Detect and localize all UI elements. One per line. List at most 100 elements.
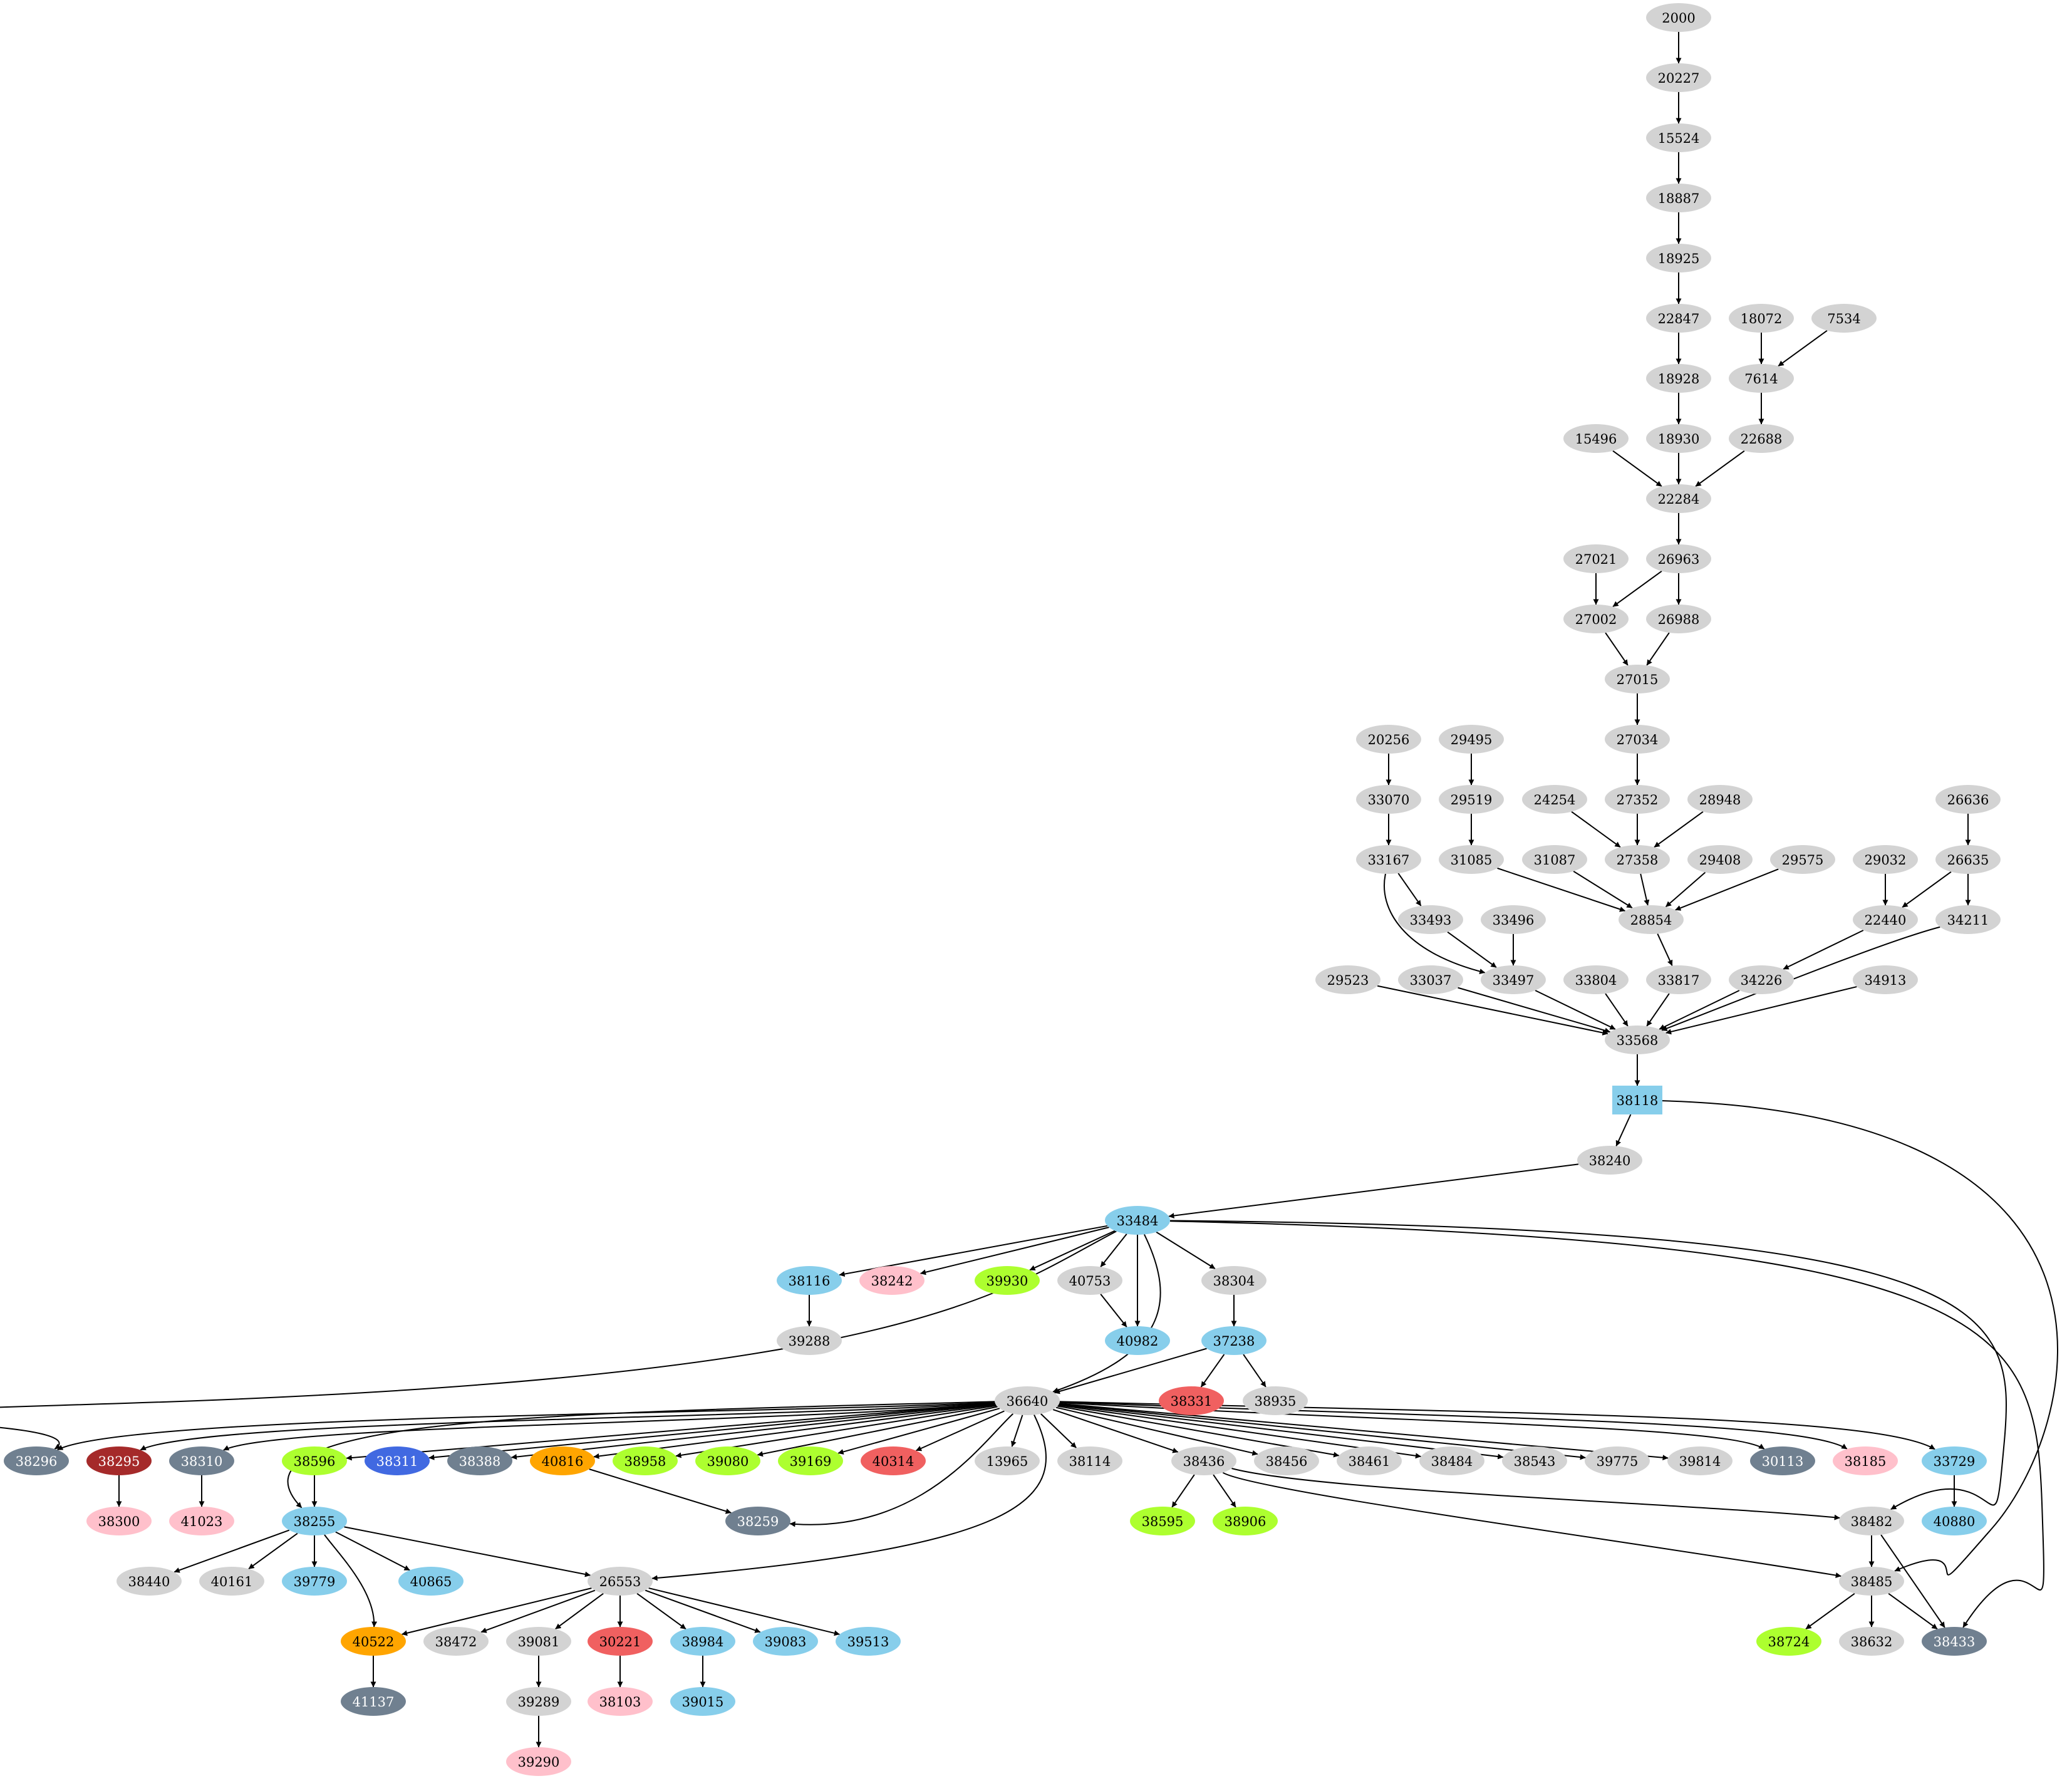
node-label: 18928 [1658, 371, 1700, 387]
node-ellipse [1839, 1567, 1904, 1596]
node-label: 38118 [1617, 1093, 1659, 1108]
node-label: 38331 [1171, 1394, 1213, 1409]
graph-node: 38185 [1833, 1446, 1898, 1475]
node-ellipse [1667, 1446, 1733, 1475]
node-ellipse [1398, 905, 1463, 934]
node-label: 28854 [1630, 913, 1672, 928]
graph-node: 18928 [1646, 364, 1711, 393]
node-label: 38461 [1349, 1454, 1391, 1469]
node-label: 39930 [987, 1274, 1028, 1289]
graph-node: 39814 [1667, 1446, 1733, 1475]
node-label: 33070 [1368, 792, 1410, 807]
node-ellipse [447, 1446, 512, 1475]
node-label: 38724 [1768, 1634, 1810, 1649]
graph-node: 27358 [1605, 845, 1670, 874]
node-ellipse [1356, 785, 1421, 814]
graph-node: 26635 [1935, 845, 2001, 874]
graph-node: 30113 [1750, 1446, 1815, 1475]
node-label: 27358 [1617, 853, 1659, 868]
graph-node: 22440 [1853, 905, 1918, 934]
node-label: 38259 [737, 1514, 779, 1529]
graph-node: 41137 [341, 1687, 406, 1716]
graph-node: 38304 [1201, 1266, 1267, 1295]
graph-node: 39083 [753, 1627, 818, 1656]
graph-node: 7534 [1811, 304, 1877, 333]
graph-node: 38456 [1254, 1446, 1319, 1475]
edge-33167-to-33497 [1383, 873, 1486, 974]
node-ellipse [1563, 605, 1629, 633]
node-ellipse [199, 1567, 264, 1596]
node-label: 40161 [211, 1574, 253, 1589]
node-ellipse [1605, 785, 1670, 814]
node-ellipse [777, 1326, 842, 1355]
edge-33497-to-33568 [1535, 990, 1616, 1030]
graph-node: 38461 [1337, 1446, 1402, 1475]
edge-33817-to-33568 [1646, 993, 1670, 1027]
graph-node: 38958 [613, 1446, 678, 1475]
node-ellipse [859, 1266, 925, 1295]
node-ellipse [341, 1627, 406, 1656]
edge-36640-to-38596 [346, 1403, 996, 1461]
graph-node: 37238 [1201, 1326, 1267, 1355]
edge-36640-to-38456 [1055, 1406, 1258, 1456]
graph-node: 28854 [1619, 905, 1684, 934]
graph-node: 2000 [1646, 3, 1711, 32]
node-label: 40880 [1934, 1514, 1976, 1529]
node-label: 26963 [1658, 552, 1700, 567]
graph-node: 34913 [1853, 965, 1918, 994]
edge-36640-to-39775 [1059, 1403, 1586, 1460]
graph-node: 39289 [506, 1687, 571, 1716]
node-ellipse [588, 1567, 653, 1596]
edge-37238-to-38935 [1243, 1354, 1267, 1388]
graph-node: 38388 [447, 1446, 512, 1475]
edge-26553-to-39083 [645, 1589, 761, 1633]
node-ellipse [1646, 244, 1711, 273]
node-label: 39081 [518, 1634, 560, 1649]
node-ellipse [341, 1687, 406, 1716]
node-label: 38436 [1183, 1454, 1225, 1469]
node-label: 38311 [376, 1454, 418, 1469]
edge-36640-to-38543 [1059, 1403, 1504, 1460]
edge-38436-to-38595 [1171, 1474, 1195, 1508]
node-label: 2000 [1662, 11, 1695, 26]
graph-node: 38906 [1213, 1507, 1278, 1535]
graph-node: 36640 [995, 1386, 1060, 1415]
node-ellipse [1646, 184, 1711, 212]
node-label: 38595 [1142, 1514, 1184, 1529]
node-label: 18887 [1658, 191, 1700, 206]
node-label: 38440 [128, 1574, 170, 1589]
node-label: 38958 [624, 1454, 666, 1469]
graph-node: 40880 [1922, 1507, 1987, 1535]
edge-37238-to-36640 [1054, 1347, 1207, 1394]
node-label: 38304 [1213, 1274, 1255, 1289]
node-label: 41023 [181, 1514, 223, 1529]
graph-node: 38300 [86, 1507, 152, 1535]
node-ellipse [1729, 965, 1794, 994]
node-ellipse [1419, 1446, 1484, 1475]
graph-node: 7614 [1729, 364, 1794, 393]
node-label: 37238 [1213, 1334, 1255, 1349]
node-label: 29523 [1327, 973, 1369, 988]
graph-node: 33568 [1605, 1026, 1670, 1054]
graph-node: 18072 [1729, 304, 1794, 333]
node-ellipse [423, 1627, 489, 1656]
edge-33484-to-38296 [0, 1230, 1117, 1450]
node-ellipse [1481, 965, 1546, 994]
node-label: 39775 [1597, 1454, 1639, 1469]
node-ellipse [1605, 845, 1670, 874]
edge-26553-to-39081 [555, 1592, 604, 1630]
edge-28948-to-27358 [1654, 811, 1704, 848]
graph-node: 38310 [169, 1446, 234, 1475]
node-ellipse [398, 1567, 464, 1596]
graph-node: 26553 [588, 1567, 653, 1596]
edge-34913-to-33568 [1665, 986, 1857, 1035]
node-label: 40865 [410, 1574, 452, 1589]
edge-26553-to-38472 [480, 1589, 596, 1633]
graph-node: 33817 [1646, 965, 1711, 994]
node-ellipse [1646, 484, 1711, 513]
edge-40816-to-38259 [589, 1468, 732, 1514]
graph-node: 33496 [1481, 905, 1546, 934]
node-ellipse [1853, 965, 1918, 994]
graph-node: 41023 [169, 1507, 234, 1535]
